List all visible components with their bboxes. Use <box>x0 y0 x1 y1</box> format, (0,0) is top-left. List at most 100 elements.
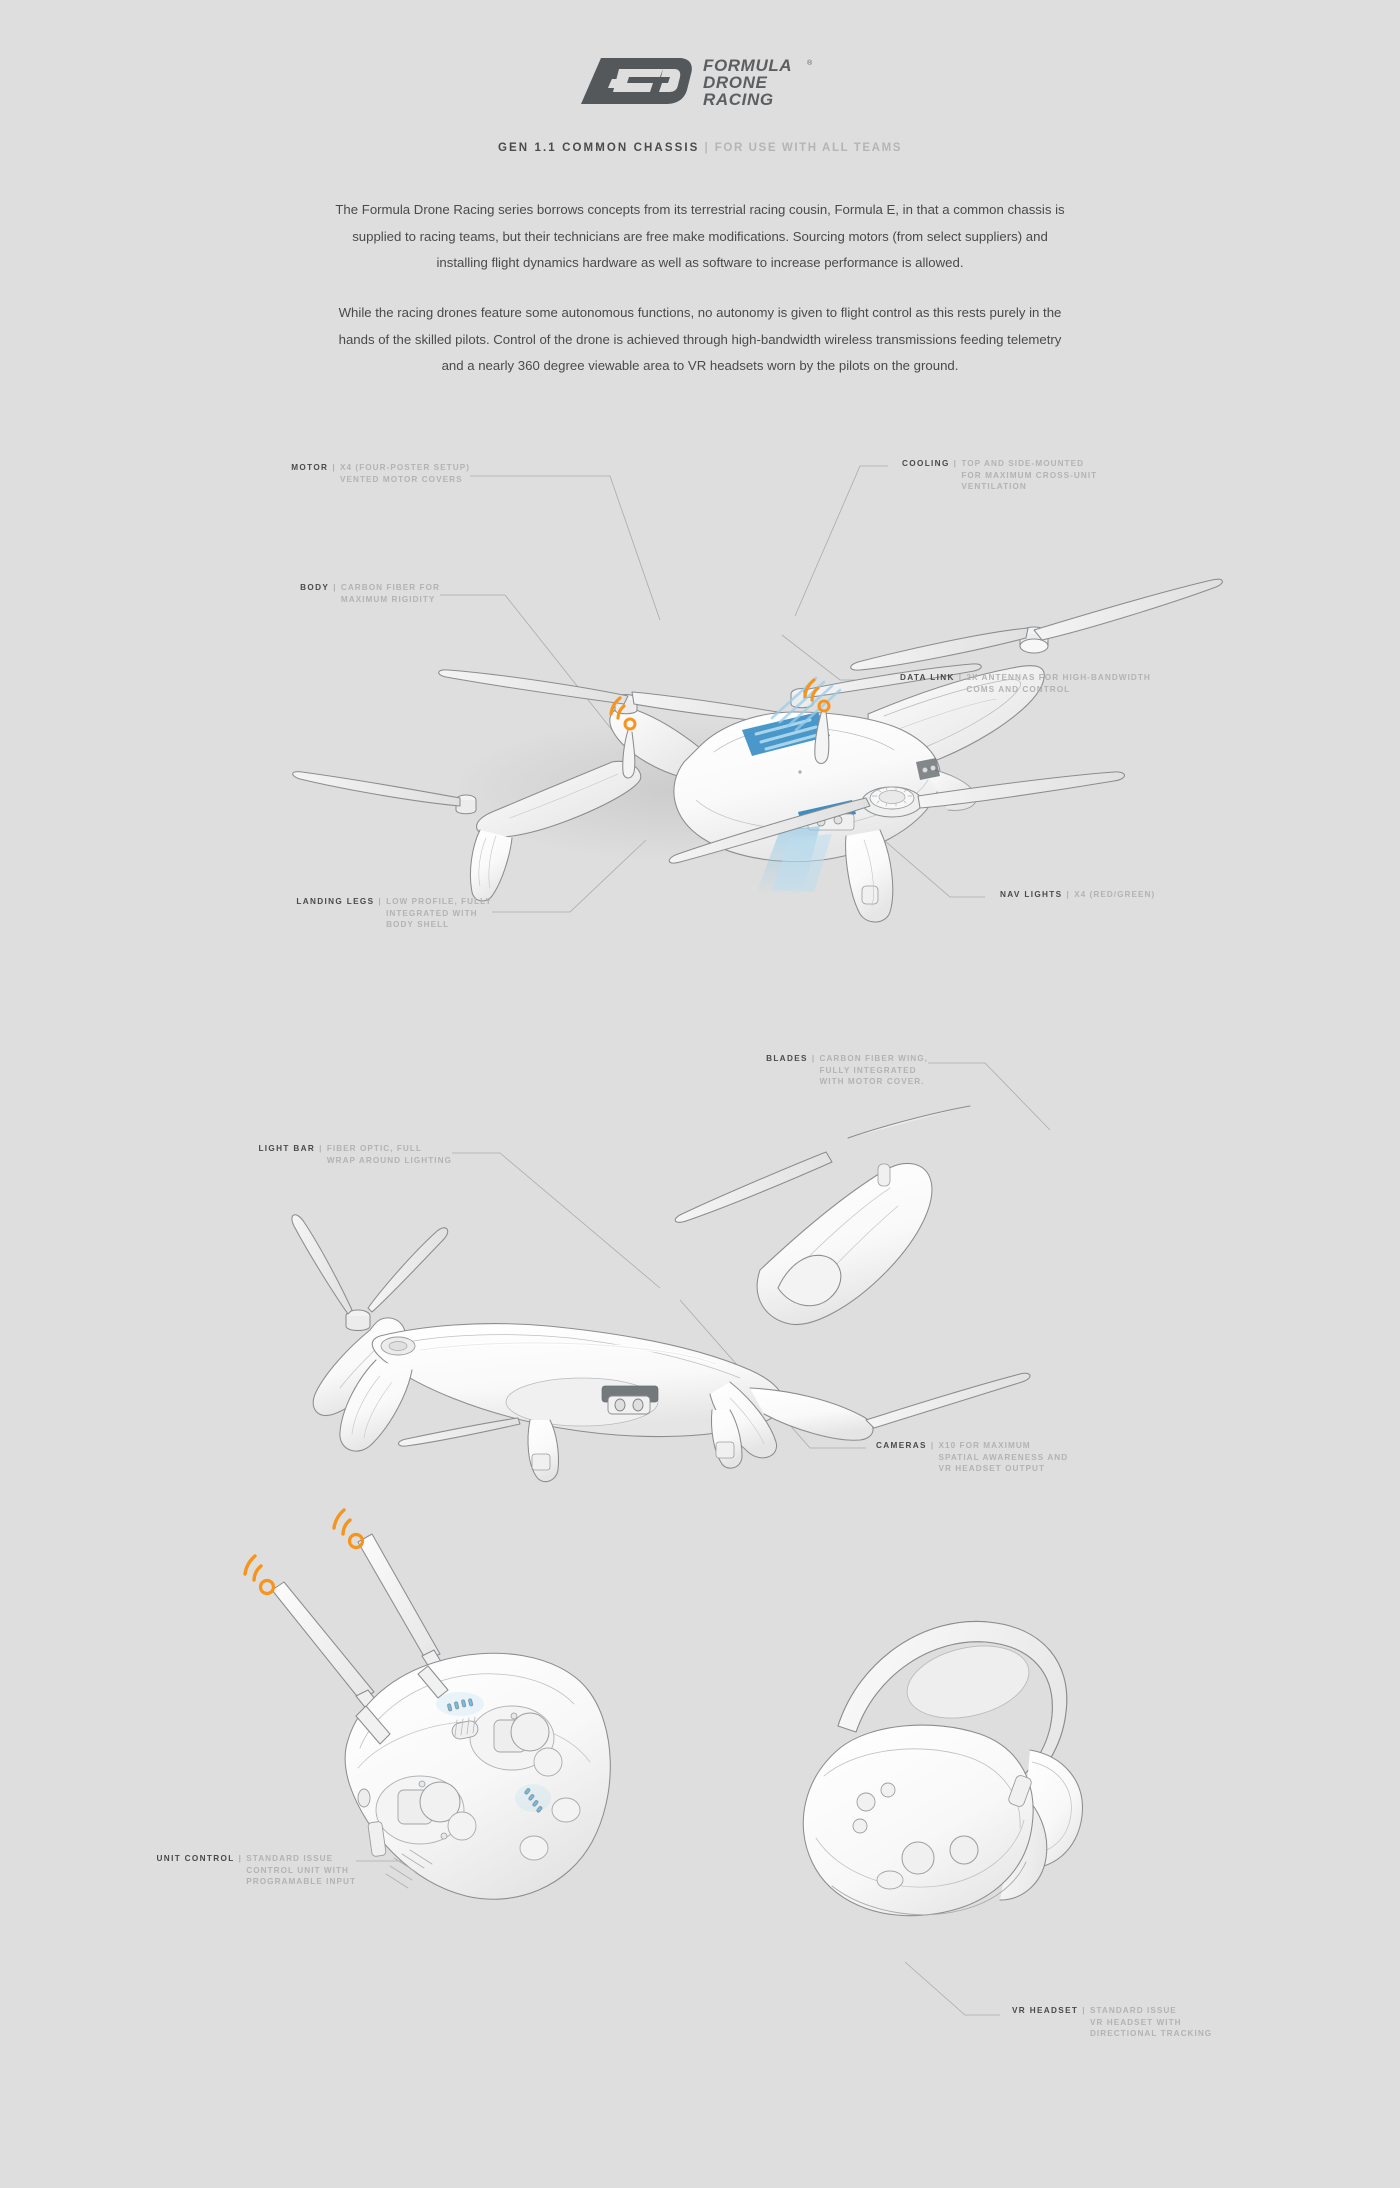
antenna-left <box>609 696 637 779</box>
callout-landing-legs-title: LANDING LEGS <box>296 897 375 906</box>
page-subtitle: GEN 1.1 COMMON CHASSIS | FOR USE WITH ALL … <box>0 142 1400 154</box>
blade-top-left-a <box>438 669 629 705</box>
blade-b-fr-a <box>865 1372 1031 1429</box>
fd-logo-svg: FORMULA DRONE RACING ® <box>581 56 813 109</box>
callout-nav-lights-title: NAV LIGHTS <box>1000 890 1063 899</box>
arm-back-right <box>756 1163 933 1326</box>
grip-vents <box>385 1849 433 1889</box>
vr-lens-housing-1 <box>901 1841 935 1875</box>
subtitle-separator: | <box>704 142 710 154</box>
callout-cameras-sep: | <box>930 1441 935 1450</box>
blade-front-left-a <box>292 771 461 807</box>
vr-linework <box>802 1620 1083 1917</box>
intro-paragraph-2: While the racing drones feature some aut… <box>338 305 1062 373</box>
led-row-bottom <box>515 1784 551 1813</box>
side-port <box>357 1788 371 1808</box>
callout-cooling-sep: | <box>953 459 958 468</box>
callout-light-bar-sep: | <box>319 1144 323 1153</box>
gimbal-right <box>469 1705 563 1777</box>
figure-drone-side <box>230 1105 1150 1483</box>
blade-rear-right-a <box>1033 578 1223 641</box>
callout-cameras-title: CAMERAS <box>876 1441 927 1450</box>
callout-data-link-title: DATA LINK <box>900 673 955 682</box>
gimbal-left <box>375 1775 477 1845</box>
callout-light-bar-title: LIGHT BAR <box>258 1144 316 1153</box>
subtitle-sub: FOR USE WITH ALL TEAMS <box>714 142 903 154</box>
antenna-right <box>803 678 831 765</box>
vr-sensor-4 <box>876 1870 904 1890</box>
bottom-rotor <box>668 771 1126 864</box>
drone-linework <box>292 578 1223 923</box>
vr-lens-housing-2 <box>949 1835 979 1865</box>
blade-rear-right-b <box>850 627 1029 671</box>
callout-motor-sep: | <box>332 463 336 472</box>
callout-unit-control-sep: | <box>238 1854 243 1863</box>
figure-drone-top <box>180 500 1240 923</box>
led-row-top <box>436 1692 484 1716</box>
subtitle-main: GEN 1.1 COMMON CHASSIS <box>497 142 700 154</box>
callout-blades-title: BLADES <box>766 1054 808 1063</box>
controller-shell <box>344 1652 611 1900</box>
callout-blades: BLADES|CARBON FIBER WING,FULLY INTEGRATE… <box>640 1053 928 1088</box>
skid-left <box>527 1419 560 1483</box>
controller-svg <box>243 1508 611 1900</box>
controller-antenna-right <box>332 1508 447 1679</box>
light-bar <box>418 1341 718 1366</box>
arm-front-right <box>749 1387 874 1441</box>
blade-b-l-a <box>291 1214 353 1315</box>
controller-antenna-left <box>243 1554 383 1717</box>
callout-nav-lights-sep: | <box>1066 890 1071 899</box>
logo-trademark: ® <box>807 59 813 67</box>
brand-logo: FORMULA DRONE RACING ® <box>0 52 1400 110</box>
drone-side-svg <box>291 1105 1031 1483</box>
button-aux-2 <box>519 1835 549 1861</box>
callout-data-link-sep: | <box>958 673 963 682</box>
callout-data-link: DATA LINK|2X ANTENNAS FOR HIGH-BANDWIDTH… <box>900 672 1151 695</box>
callout-motor-title: MOTOR <box>291 463 329 472</box>
intro-paragraph-1: The Formula Drone Racing series borrows … <box>335 202 1065 270</box>
side-slot <box>367 1821 387 1857</box>
vr-sensor-2 <box>880 1782 896 1798</box>
button-aux-1 <box>551 1797 581 1823</box>
trim-wheel <box>451 1716 479 1740</box>
callout-motor: MOTOR|X4 (FOUR-POSTER SETUP)VENTED MOTOR… <box>190 462 470 485</box>
vr-visor-body <box>802 1724 1034 1917</box>
callout-nav-lights: NAV LIGHTS|X4 (RED/GREEN) <box>1000 889 1155 901</box>
blade-b-rr-a <box>674 1151 833 1223</box>
landing-pod-rear <box>845 829 894 923</box>
logo-word-1: FORMULA <box>703 56 792 75</box>
callout-vr-headset-sep: | <box>1082 2006 1086 2015</box>
callout-unit-control-title: UNIT CONTROL <box>156 1854 235 1863</box>
side-data-port <box>916 758 940 780</box>
blade-top-right-a <box>803 663 982 699</box>
vr-sensor-3 <box>852 1818 868 1834</box>
figure-vr-headset <box>720 1600 1140 1980</box>
callout-motor-desc: X4 (FOUR-POSTER SETUP)VENTED MOTOR COVER… <box>339 463 470 484</box>
callout-cooling-title: COOLING <box>902 459 950 468</box>
blade-bottom-b <box>917 771 1126 809</box>
blade-bottom-a <box>668 797 871 864</box>
blade-b-bottom <box>397 1417 521 1447</box>
callout-body-title: BODY <box>300 583 330 592</box>
vr-sensor-1 <box>856 1792 876 1812</box>
logo-word-3: RACING <box>703 90 774 109</box>
controller-linework <box>243 1508 611 1900</box>
blade-b-l-b <box>367 1227 449 1313</box>
strap-opening <box>906 1645 1030 1719</box>
logo-word-2: DRONE <box>703 73 767 92</box>
